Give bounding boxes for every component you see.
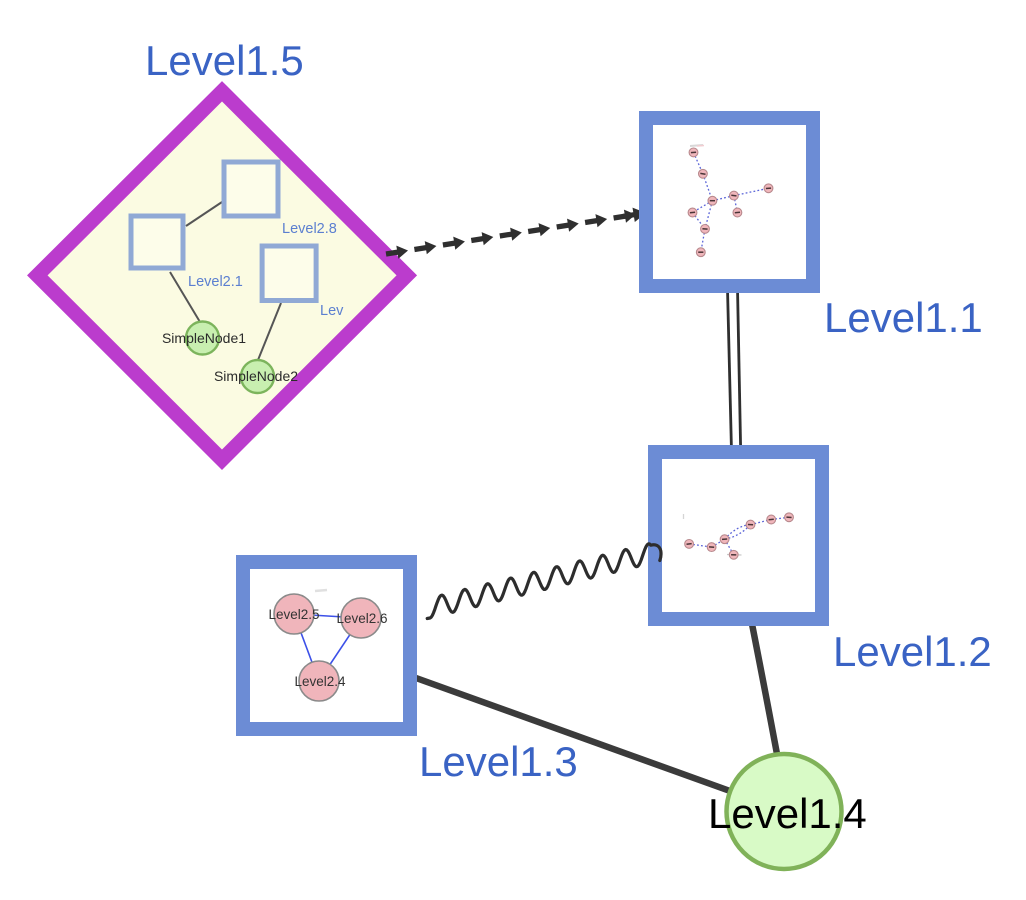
svg-text:SimpleNode1: SimpleNode1 bbox=[162, 330, 246, 346]
svg-text:Level1.1: Level1.1 bbox=[824, 294, 983, 341]
svg-text:Level2.5: Level2.5 bbox=[268, 607, 319, 622]
svg-text:Level2.1: Level2.1 bbox=[188, 274, 243, 290]
svg-text:Level1.5: Level1.5 bbox=[145, 37, 304, 84]
svg-text:Level1.2: Level1.2 bbox=[833, 628, 992, 675]
svg-text:Lev: Lev bbox=[320, 303, 344, 319]
svg-text:SimpleNode2: SimpleNode2 bbox=[214, 368, 298, 384]
svg-text:Level2.6: Level2.6 bbox=[336, 611, 387, 626]
svg-text:Level2.8: Level2.8 bbox=[282, 221, 337, 237]
svg-text:Level1.4: Level1.4 bbox=[708, 790, 867, 837]
svg-text:Level2.4: Level2.4 bbox=[294, 674, 346, 689]
svg-text:Level1.3: Level1.3 bbox=[419, 738, 578, 785]
